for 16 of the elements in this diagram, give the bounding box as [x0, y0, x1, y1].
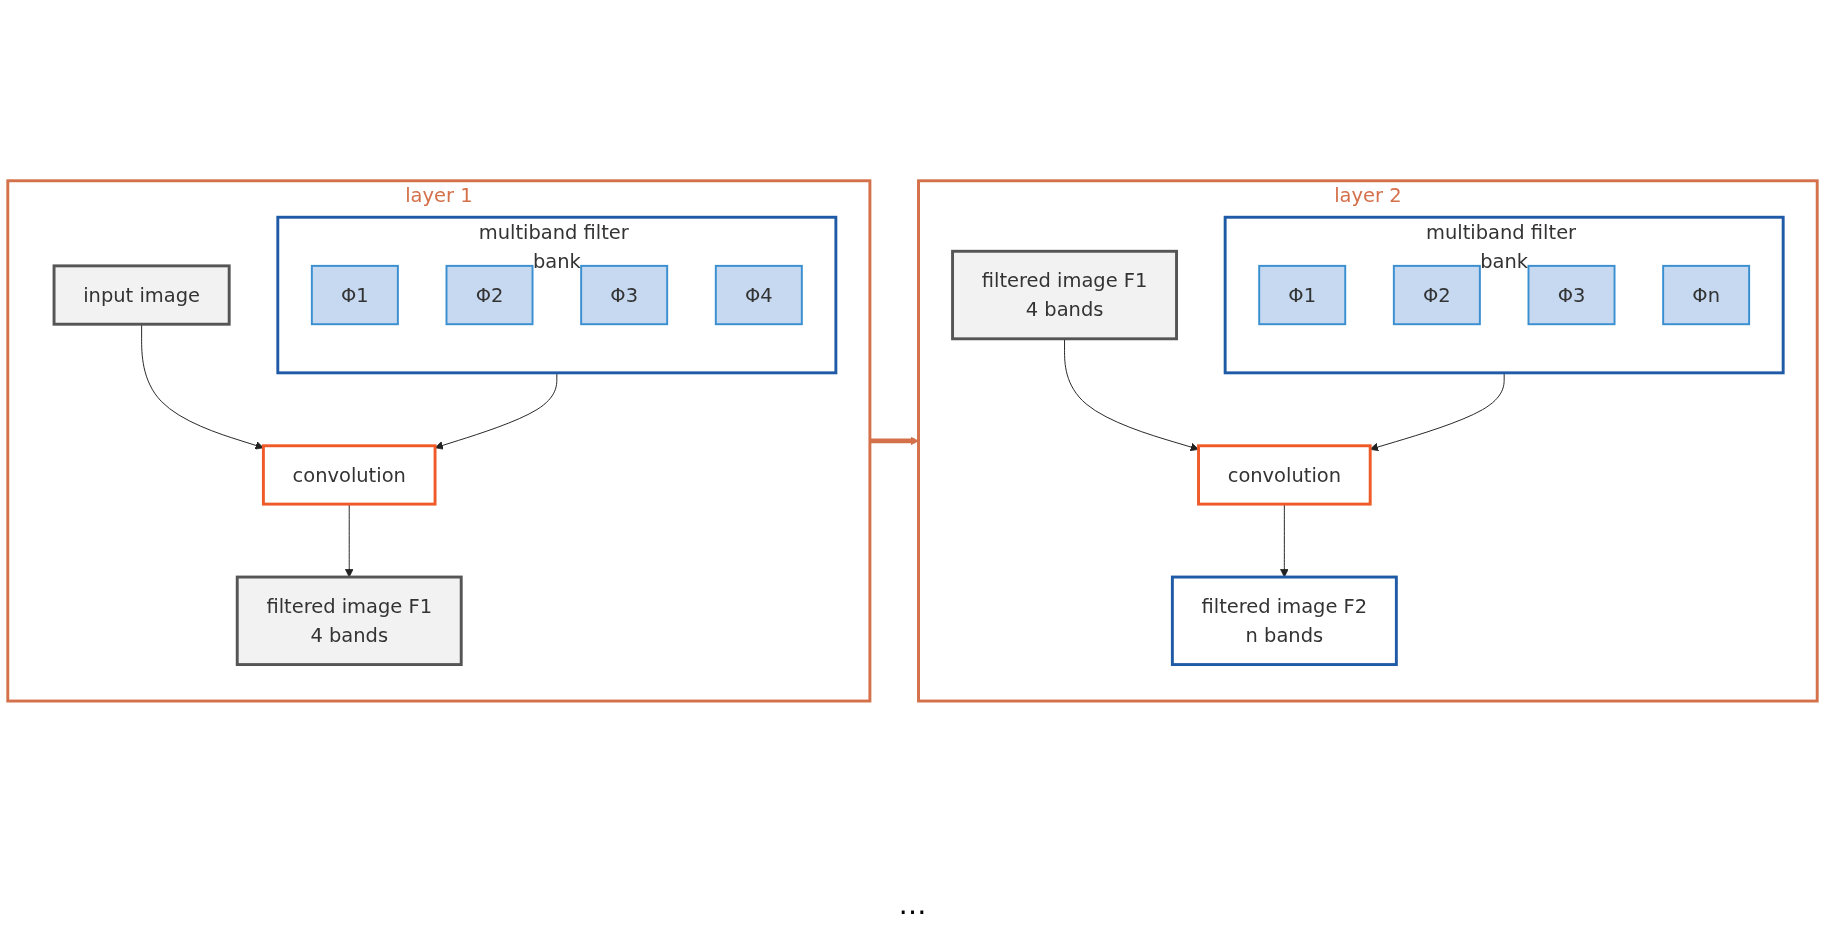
node-box: input image: [52, 264, 231, 326]
node-box: filtered image F1 4 bands: [235, 575, 463, 667]
node-box: convolution: [1197, 444, 1372, 506]
node-box: Φ1: [310, 265, 399, 326]
arrow: [869, 436, 919, 446]
node-box: convolution: [261, 444, 437, 506]
node-box: Φ4: [714, 265, 803, 326]
node-box: Φ2: [445, 265, 534, 326]
node-box: Φ3: [580, 265, 669, 326]
ellipsis-text: …: [898, 888, 927, 921]
node-box: Φ2: [1392, 265, 1481, 326]
node-box: filtered image F1 4 bands: [951, 249, 1178, 341]
node-box: Φ3: [1527, 265, 1616, 326]
node-box: Φn: [1662, 265, 1751, 326]
node-box: Φ1: [1258, 265, 1347, 326]
node-box: filtered image F2 n bands: [1170, 575, 1398, 667]
